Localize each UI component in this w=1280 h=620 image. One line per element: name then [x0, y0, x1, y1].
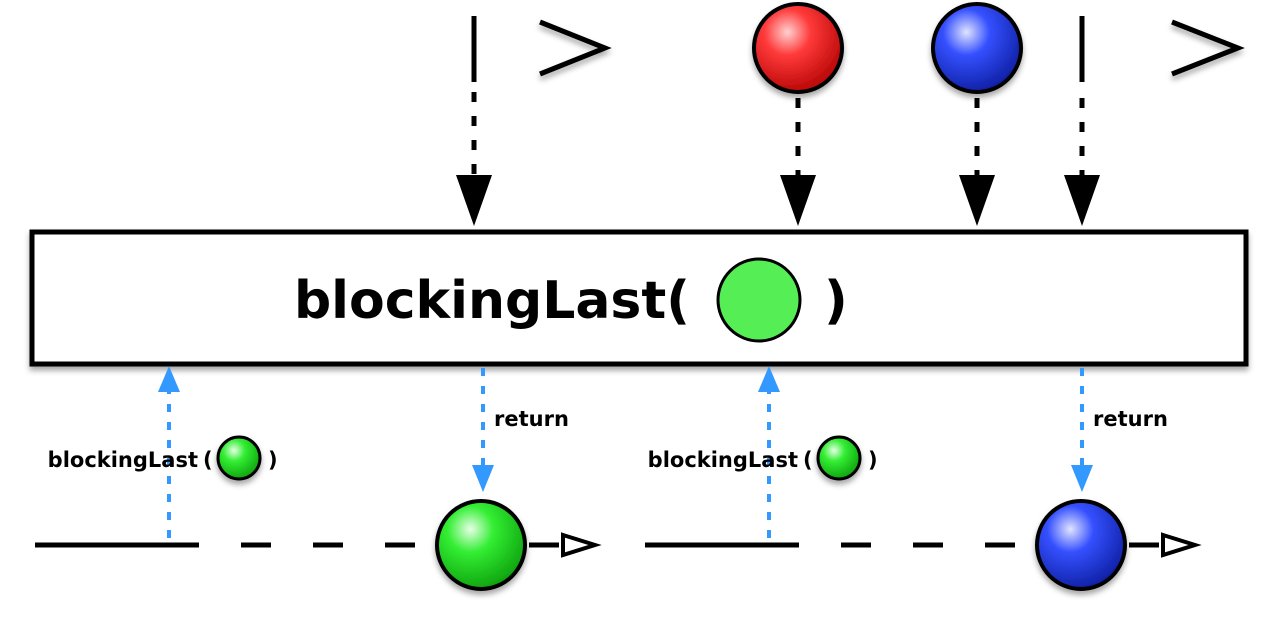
right-result-timeline [645, 499, 1202, 591]
return-label: return [1093, 407, 1168, 431]
call-paren-close: ) [868, 448, 878, 472]
timeline-arrowhead-icon [1161, 532, 1202, 558]
left-return-arrow: return [472, 368, 569, 492]
left-call-label: blockingLast ( ) [48, 435, 278, 481]
operator-label-prefix: blockingLast( [294, 271, 690, 331]
left-completion-arrow [456, 92, 492, 226]
call-label: blockingLast [48, 448, 198, 472]
call-paren-open: ( [803, 448, 813, 472]
timeline-arrowhead-icon [1171, 19, 1245, 77]
call-marble [816, 435, 862, 481]
operator-param-marble [716, 257, 802, 343]
left-result-timeline [35, 499, 602, 591]
right-source-timeline [643, 2, 1245, 94]
left-call-arrow [158, 366, 180, 538]
blue-item-marble [931, 2, 1023, 94]
call-paren-close: ) [268, 448, 278, 472]
result-marble [435, 499, 527, 591]
call-paren-open: ( [203, 448, 213, 472]
right-return-arrow: return [1071, 368, 1168, 492]
timeline-arrowhead-icon [561, 532, 602, 558]
result-marble [1035, 499, 1127, 591]
operator-box: blockingLast( ) [29, 229, 1249, 367]
right-call-arrow [758, 366, 780, 538]
right-event-arrows [780, 98, 1100, 226]
call-marble [216, 435, 262, 481]
red-item-marble [752, 2, 844, 94]
return-label: return [494, 407, 569, 431]
left-source-timeline [32, 16, 612, 82]
call-label: blockingLast [648, 448, 798, 472]
timeline-arrowhead-icon [539, 19, 612, 77]
operator-label-suffix: ) [824, 271, 848, 331]
right-call-label: blockingLast ( ) [648, 435, 878, 481]
